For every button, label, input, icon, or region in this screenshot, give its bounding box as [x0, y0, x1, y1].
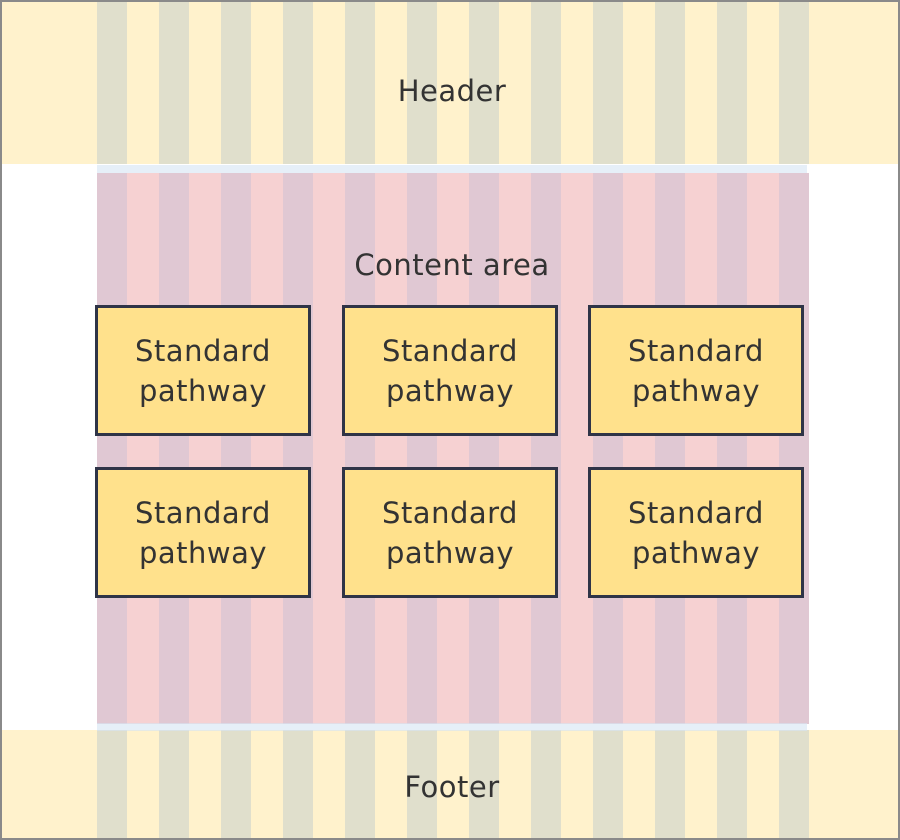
grid-column-stripe: [717, 730, 747, 838]
grid-column-stripe: [531, 173, 561, 724]
header-label: Header: [397, 74, 507, 108]
grid-column-stripe: [345, 173, 375, 724]
grid-column-stripe: [221, 173, 251, 724]
grid-column-stripe: [779, 173, 809, 724]
grid-column-stripe: [97, 2, 127, 164]
header-region: [2, 2, 898, 164]
grid-column-stripe: [593, 2, 623, 164]
pathway-box: Standard pathway: [588, 467, 804, 598]
grid-column-stripe: [655, 730, 685, 838]
grid-column-stripe: [593, 173, 623, 724]
content-region: [97, 173, 809, 724]
grid-column-stripe: [97, 730, 127, 838]
pathway-box: Standard pathway: [342, 305, 558, 436]
grid-column-stripe: [407, 730, 437, 838]
grid-column-stripe: [717, 2, 747, 164]
grid-column-stripe: [283, 173, 313, 724]
grid-column-stripe: [159, 173, 189, 724]
grid-column-stripe: [593, 730, 623, 838]
content-area-label: Content area: [354, 248, 550, 282]
grid-column-stripe: [779, 730, 809, 838]
pathway-box: Standard pathway: [342, 467, 558, 598]
grid-column-stripe: [159, 730, 189, 838]
grid-column-stripe: [469, 730, 499, 838]
grid-column-stripe: [655, 2, 685, 164]
grid-column-stripe: [655, 173, 685, 724]
header-grid-columns: [97, 2, 809, 164]
grid-column-stripe: [221, 2, 251, 164]
footer-region: [2, 730, 898, 838]
grid-column-stripe: [531, 2, 561, 164]
grid-column-stripe: [407, 2, 437, 164]
footer-grid-columns: [97, 730, 809, 838]
grid-column-stripe: [469, 173, 499, 724]
grid-column-stripe: [469, 2, 499, 164]
grid-column-stripe: [717, 173, 747, 724]
grid-column-stripe: [283, 730, 313, 838]
footer-label: Footer: [404, 770, 500, 804]
pathway-box: Standard pathway: [95, 305, 311, 436]
gutter-line-top: [97, 165, 807, 173]
pathway-box: Standard pathway: [588, 305, 804, 436]
grid-column-stripe: [531, 730, 561, 838]
grid-column-stripe: [97, 173, 127, 724]
pathway-box: Standard pathway: [95, 467, 311, 598]
grid-column-stripe: [407, 173, 437, 724]
grid-column-stripe: [779, 2, 809, 164]
gutter-line-bottom: [97, 723, 807, 731]
content-grid-columns: [97, 173, 809, 724]
grid-column-stripe: [345, 2, 375, 164]
grid-column-stripe: [159, 2, 189, 164]
grid-column-stripe: [283, 2, 313, 164]
grid-column-stripe: [221, 730, 251, 838]
grid-column-stripe: [345, 730, 375, 838]
